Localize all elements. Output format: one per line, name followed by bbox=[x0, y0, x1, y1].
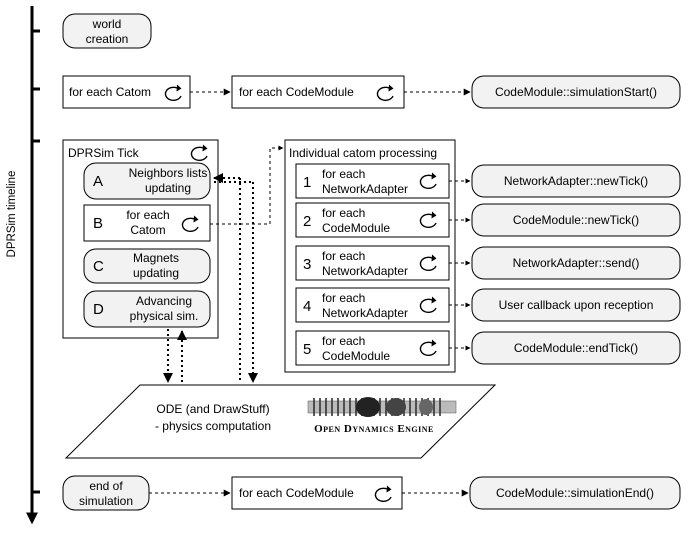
step-label-line1: for each bbox=[322, 334, 365, 348]
svg-text:updating: updating bbox=[133, 266, 179, 280]
ode-logo-text: Open Dynamics Engine bbox=[314, 423, 434, 435]
tick-title: DPRSim Tick bbox=[68, 146, 140, 160]
ode-gear-graphic bbox=[307, 397, 457, 417]
svg-text:B: B bbox=[93, 215, 103, 232]
step-number: 2 bbox=[303, 213, 311, 230]
svg-text:CodeModule::simulationEnd(): CodeModule::simulationEnd() bbox=[496, 486, 654, 500]
svg-text:end of: end of bbox=[89, 479, 123, 493]
step-label-line2: NetworkAdapter bbox=[322, 264, 408, 278]
step-call-label: NetworkAdapter::newTick() bbox=[504, 174, 648, 188]
svg-text:Neighbors lists: Neighbors lists bbox=[129, 166, 208, 180]
step-call-label: NetworkAdapter::send() bbox=[513, 256, 640, 270]
svg-text:C: C bbox=[93, 258, 104, 275]
step-call-label: User callback upon reception bbox=[499, 298, 654, 312]
step-label-line1: for each bbox=[322, 206, 365, 220]
svg-text:updating: updating bbox=[145, 181, 191, 195]
step-number: 3 bbox=[303, 256, 311, 273]
step-number: 4 bbox=[303, 298, 311, 315]
end-codemodule-loop-box: for each CodeModule bbox=[231, 476, 403, 510]
svg-text:creation: creation bbox=[86, 32, 129, 46]
svg-text:D: D bbox=[93, 301, 104, 318]
svg-text:Magnets: Magnets bbox=[133, 251, 179, 265]
svg-text:for each Catom: for each Catom bbox=[69, 85, 151, 99]
simulation-start-call: CodeModule::simulationStart() bbox=[471, 75, 681, 109]
svg-text:Advancing: Advancing bbox=[136, 294, 192, 308]
world-creation-node: world creation bbox=[62, 13, 152, 49]
svg-text:CodeModule::simulationStart(): CodeModule::simulationStart() bbox=[495, 85, 657, 99]
tick-step-b: B for each Catom bbox=[83, 204, 211, 242]
tick-step-d: D Advancing physical sim. bbox=[83, 290, 211, 328]
timeline: DPRSim timeline bbox=[6, 6, 40, 525]
step-call-box bbox=[471, 164, 681, 198]
step-number: 1 bbox=[303, 174, 311, 191]
svg-text:A: A bbox=[93, 173, 103, 190]
step-label-line1: for each bbox=[322, 291, 365, 305]
step-label-line2: CodeModule bbox=[322, 349, 390, 363]
svg-text:ODE (and DrawStuff): ODE (and DrawStuff) bbox=[156, 402, 269, 416]
ode-logo: Open Dynamics Engine bbox=[307, 397, 457, 435]
svg-text:simulation: simulation bbox=[79, 494, 133, 508]
step-call-label: CodeModule::newTick() bbox=[513, 213, 639, 227]
step-label-line2: CodeModule bbox=[322, 221, 390, 235]
step-label-line2: NetworkAdapter bbox=[322, 306, 408, 320]
tick-step-c: C Magnets updating bbox=[83, 248, 211, 284]
step-call-label: CodeModule::endTick() bbox=[514, 341, 638, 355]
b-to-processing-arrow bbox=[210, 145, 284, 225]
ode-physics-node: ODE (and DrawStuff) - physics computatio… bbox=[64, 384, 497, 459]
init-codemodule-loop-box: for each CodeModule bbox=[231, 75, 405, 109]
svg-text:physical sim.: physical sim. bbox=[130, 309, 199, 323]
end-of-simulation-node: end of simulation bbox=[62, 475, 150, 511]
svg-text:- physics computation: - physics computation bbox=[155, 419, 271, 433]
step-call-box bbox=[471, 288, 681, 322]
tick-step-a: A Neighbors lists updating bbox=[83, 162, 211, 200]
svg-text:world: world bbox=[92, 17, 122, 31]
simulation-end-call: CodeModule::simulationEnd() bbox=[469, 476, 681, 510]
step-call-box bbox=[471, 203, 681, 237]
step-label-line2: NetworkAdapter bbox=[322, 182, 408, 196]
svg-text:for each CodeModule: for each CodeModule bbox=[239, 85, 354, 99]
step-label-line1: for each bbox=[322, 167, 365, 181]
processing-title: Individual catom processing bbox=[289, 146, 437, 160]
svg-text:Catom: Catom bbox=[130, 223, 165, 237]
step-number: 5 bbox=[303, 341, 311, 358]
step-call-box bbox=[471, 246, 681, 280]
svg-text:for each: for each bbox=[126, 208, 169, 222]
init-catom-loop-box: for each Catom bbox=[62, 75, 191, 109]
step-call-box bbox=[471, 331, 681, 365]
timeline-label: DPRSim timeline bbox=[6, 171, 18, 258]
step-label-line1: for each bbox=[322, 249, 365, 263]
svg-text:for each CodeModule: for each CodeModule bbox=[239, 486, 354, 500]
